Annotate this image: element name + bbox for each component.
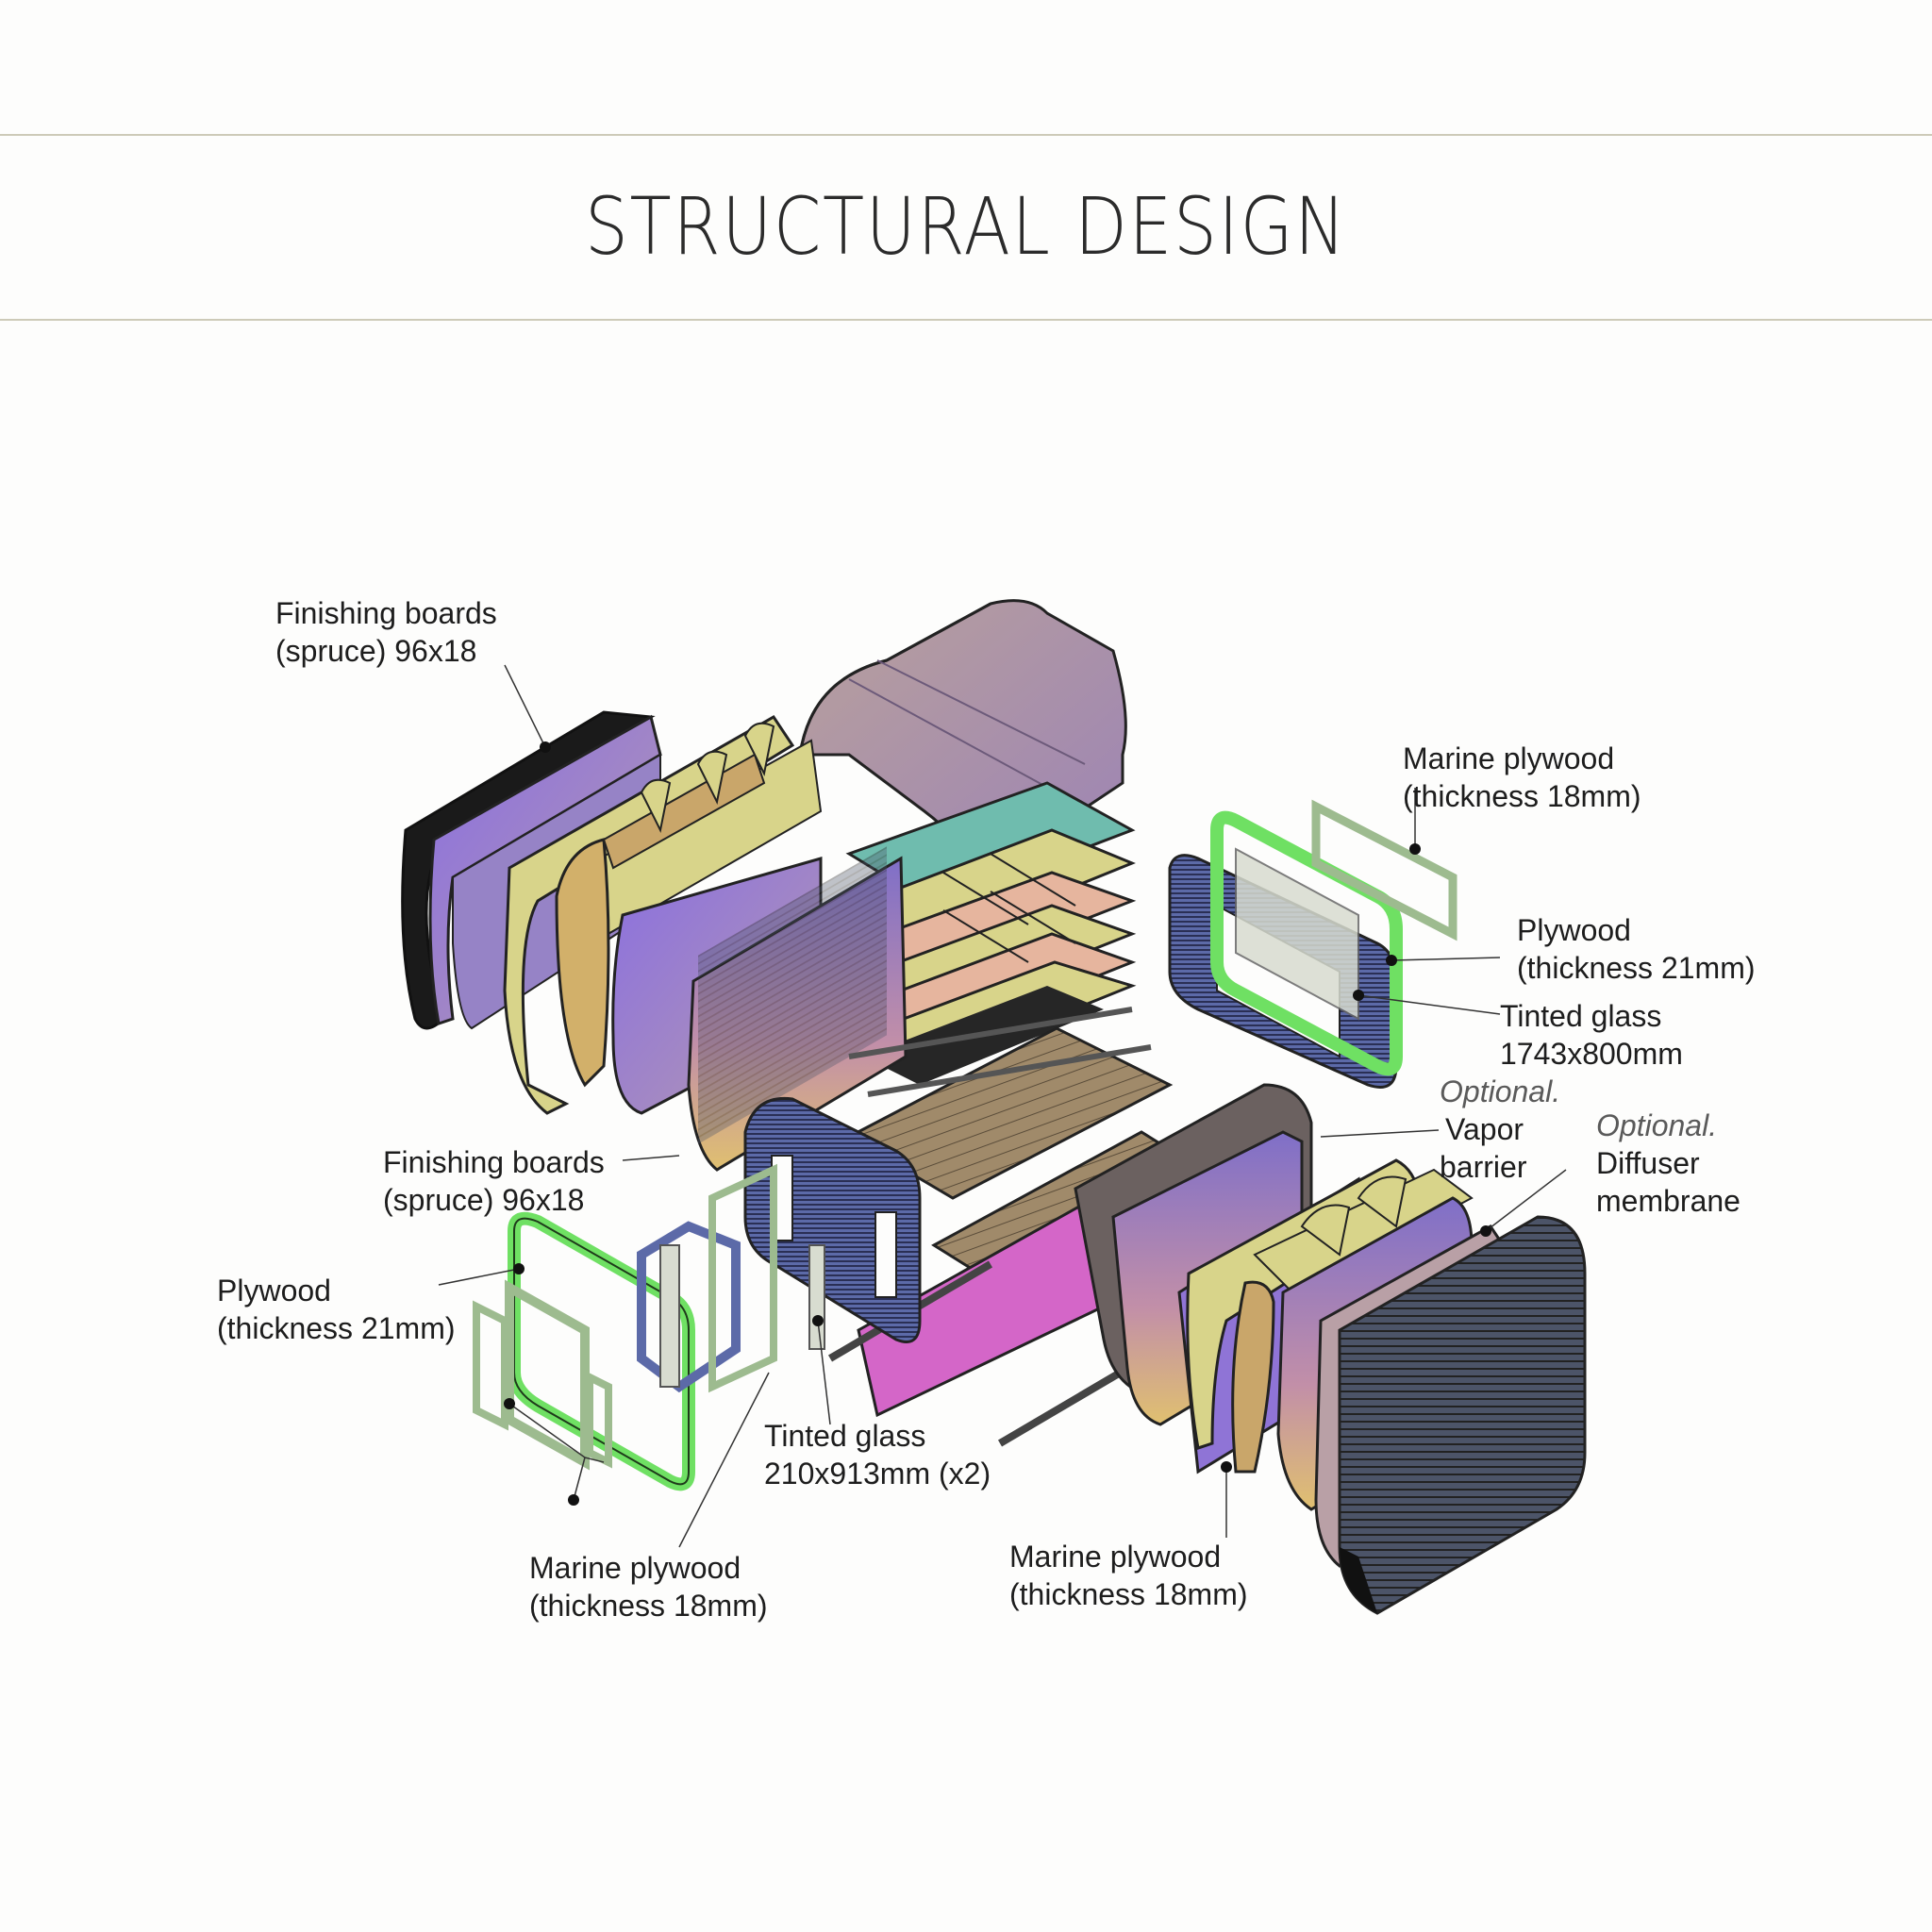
label-line: (thickness 21mm) <box>217 1311 456 1345</box>
label-line: Marine plywood <box>1403 741 1615 775</box>
bottom-divider <box>0 319 1932 321</box>
label-line: (thickness 18mm) <box>529 1589 768 1623</box>
label-line: (thickness 21mm) <box>1517 951 1756 985</box>
right-window-wall <box>1168 799 1457 1089</box>
label-line: Tinted glass <box>764 1419 926 1453</box>
label-optional: Optional. <box>1596 1108 1718 1142</box>
label-line: Marine plywood <box>529 1551 741 1585</box>
left-door-frames <box>473 1163 825 1491</box>
leader-dots <box>504 741 1491 1506</box>
label-finishing-boards-top: Finishing boards (spruce) 96x18 <box>275 594 497 670</box>
label-tinted-glass-large: Tinted glass 1743x800mm <box>1500 997 1683 1073</box>
label-line: (spruce) 96x18 <box>383 1183 585 1217</box>
left-inner-panel <box>611 846 908 1172</box>
label-marine-plywood-bottom-right: Marine plywood (thickness 18mm) <box>1009 1538 1248 1613</box>
left-frame-ribs <box>503 715 823 1115</box>
label-marine-plywood-top-right: Marine plywood (thickness 18mm) <box>1403 740 1641 815</box>
label-line: barrier <box>1440 1150 1527 1184</box>
rear-frame-ribs <box>1186 1158 1474 1474</box>
label-line: Finishing boards <box>383 1145 605 1179</box>
label-line: 210x913mm (x2) <box>764 1457 991 1491</box>
label-line: (spruce) 96x18 <box>275 634 477 668</box>
label-line: 1743x800mm <box>1500 1037 1683 1071</box>
label-line: Plywood <box>217 1274 331 1307</box>
label-line: Finishing boards <box>275 596 497 630</box>
label-finishing-boards-mid: Finishing boards (spruce) 96x18 <box>383 1143 605 1219</box>
label-line: Vapor <box>1445 1112 1524 1146</box>
label-line: (thickness 18mm) <box>1009 1577 1248 1611</box>
label-marine-plywood-bottom-left: Marine plywood (thickness 18mm) <box>529 1549 768 1624</box>
label-plywood-right: Plywood (thickness 21mm) <box>1517 911 1756 987</box>
label-line: Marine plywood <box>1009 1540 1222 1574</box>
top-divider <box>0 134 1932 136</box>
label-line: Tinted glass <box>1500 999 1662 1033</box>
label-plywood-left: Plywood (thickness 21mm) <box>217 1272 456 1347</box>
leader-lines <box>438 664 1567 1548</box>
label-line: Diffuser <box>1596 1146 1700 1180</box>
label-line: membrane <box>1596 1184 1740 1218</box>
label-diffuser-membrane: Optional. Diffuser membrane <box>1596 1107 1740 1220</box>
label-vapor-barrier: Optional. Vapor barrier <box>1440 1073 1560 1186</box>
label-line: (thickness 18mm) <box>1403 779 1641 813</box>
label-optional: Optional. <box>1440 1074 1561 1108</box>
label-line: Plywood <box>1517 913 1631 947</box>
rear-cladding <box>1338 1215 1587 1615</box>
page-title: STRUCTURAL DESIGN <box>584 180 1348 273</box>
label-tinted-glass-small: Tinted glass 210x913mm (x2) <box>764 1417 991 1492</box>
insulation-layers <box>845 781 1137 1085</box>
